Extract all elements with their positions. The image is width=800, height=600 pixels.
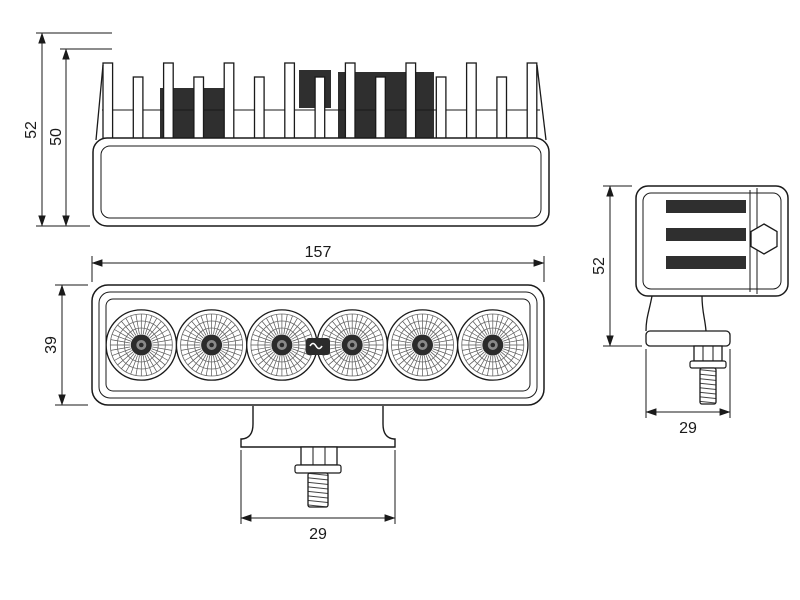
threaded-stud	[307, 472, 329, 508]
heatsink-fin	[496, 76, 508, 141]
fin-slot	[666, 256, 746, 269]
heatsink-fin	[314, 76, 326, 141]
heatsink-fin	[253, 76, 265, 141]
heatsink-fin	[102, 62, 114, 141]
hex-nut	[300, 446, 338, 466]
fin-slot	[666, 228, 746, 241]
brand-badge	[306, 338, 330, 355]
washer	[689, 360, 727, 369]
dim-label-side-bracket-depth: 29	[679, 420, 697, 437]
heatsink-fin	[193, 76, 205, 141]
heatsink-fin	[435, 76, 447, 141]
heatsink-fin	[465, 62, 477, 141]
led-reflector	[456, 309, 529, 381]
bracket-arm-left	[645, 295, 653, 332]
led-reflector	[386, 309, 459, 381]
threaded-stud	[699, 367, 717, 405]
bracket-arm-right	[701, 295, 707, 332]
heatsink-fin	[132, 76, 144, 141]
washer	[294, 464, 342, 474]
rear-housing	[92, 137, 550, 227]
rear-view-dimensions: 52 50	[23, 32, 112, 227]
heatsink-fin	[405, 62, 417, 141]
dim-label-front-overall-width: 157	[305, 244, 332, 261]
side-view	[635, 185, 789, 405]
bracket-foot	[645, 330, 731, 347]
fin-slot	[666, 200, 746, 213]
heatsink-fin	[284, 62, 296, 141]
dim-label-rear-overall-height: 52	[23, 121, 40, 139]
heatsink-edge-left	[95, 64, 104, 141]
dim-label-rear-housing-height: 50	[48, 128, 65, 146]
heatsink-fin	[375, 76, 386, 141]
heatsink-fin	[526, 62, 538, 141]
mounting-bracket	[240, 406, 396, 448]
heatsink-fin	[223, 62, 235, 141]
heatsink-fin	[344, 62, 356, 141]
dim-label-front-bracket-width: 29	[309, 526, 327, 543]
heatsink-edge-right	[536, 64, 547, 141]
led-reflector	[175, 309, 248, 381]
dim-label-front-body-height: 39	[43, 336, 60, 354]
dim-label-side-overall-height: 52	[591, 257, 608, 275]
rear-view	[92, 62, 550, 227]
heatsink-fin	[162, 62, 174, 141]
front-view-dimensions: 157 39 29	[43, 244, 545, 543]
brand-badge-mark-icon	[309, 342, 323, 350]
hex-nut	[693, 345, 723, 362]
heatsink-fins	[102, 62, 538, 141]
front-view	[91, 284, 545, 508]
rear-housing-inner-line	[100, 145, 542, 219]
side-view-dimensions: 52 29	[591, 185, 731, 437]
side-body-inner-line	[642, 192, 782, 290]
led-reflector	[105, 309, 178, 381]
hex-screw-head	[750, 223, 778, 255]
front-bezel-line	[98, 291, 538, 399]
